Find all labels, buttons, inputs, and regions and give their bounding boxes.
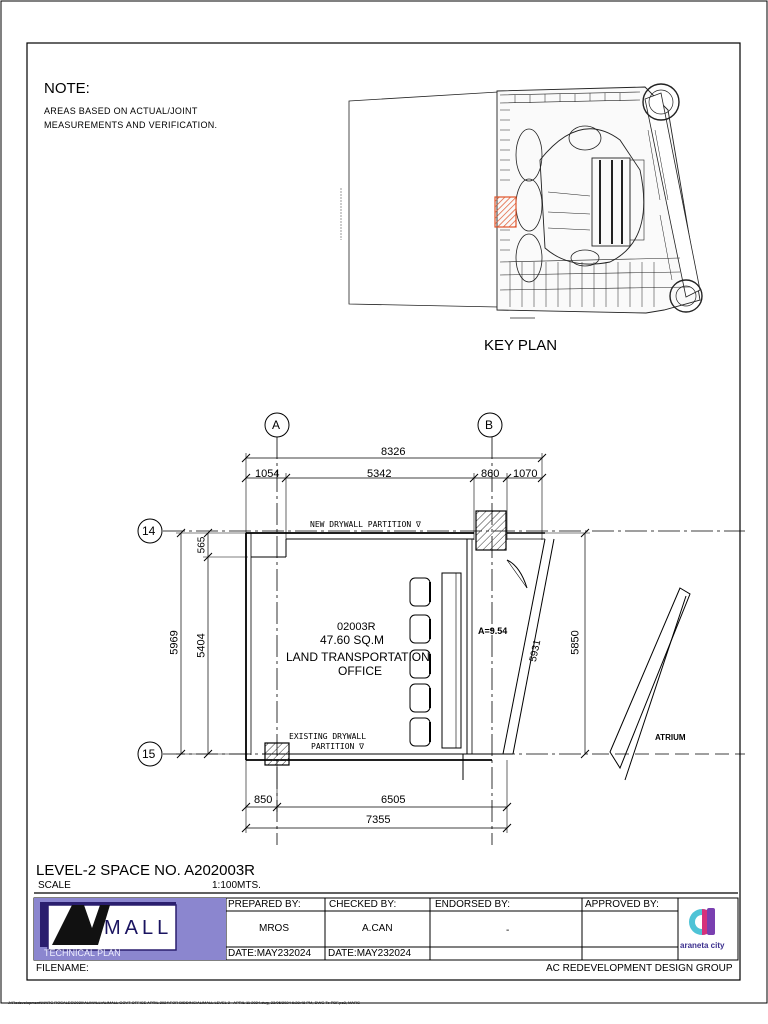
note-heading: NOTE: — [44, 80, 90, 97]
scale-value: 1:100MTS. — [212, 880, 261, 891]
atrium-label: ATRIUM — [655, 733, 686, 742]
logo-subtitle: TECHNICAL PLAN — [44, 948, 121, 958]
dim-top-3: 860 — [481, 468, 500, 480]
endorsed-by-value: - — [506, 925, 510, 936]
filename-label: FILENAME: — [36, 963, 89, 974]
door-swing — [506, 559, 528, 589]
prepared-by-value: MROS — [259, 923, 289, 934]
chairs — [409, 577, 431, 747]
grid-label-a: A — [272, 418, 281, 432]
araneta-logo — [689, 908, 715, 935]
dim-top-4: 1070 — [513, 468, 538, 480]
prepared-by-label: PREPARED BY: — [228, 899, 301, 910]
grid-bubble-a — [264, 412, 290, 438]
grid-label-b: B — [485, 418, 494, 432]
dim-top-1: 1054 — [255, 468, 280, 480]
room-code: 02003R — [337, 621, 376, 633]
footer-file-path: J:\Redevelopment\MARC ROSALES\2020\ALIMA… — [8, 1000, 360, 1005]
column-b14 — [475, 510, 507, 551]
approved-by-label: APPROVED BY: — [585, 899, 659, 910]
scale-label: SCALE — [38, 880, 71, 891]
room-name-2: OFFICE — [338, 664, 382, 678]
grid-label-15: 15 — [142, 747, 156, 761]
space-title: LEVEL-2 SPACE NO. A202003R — [36, 862, 256, 879]
note-line-2: MEASUREMENTS AND VERIFICATION. — [44, 120, 218, 130]
grid-label-14: 14 — [142, 524, 156, 538]
room-name-1: LAND TRANSPORTATION — [286, 650, 430, 664]
counter — [441, 572, 462, 749]
checked-date: DATE:MAY232024 — [328, 948, 412, 959]
checked-by-value: A.CAN — [362, 923, 393, 934]
dim-right: 5850 — [569, 630, 582, 655]
grid-bubble-14 — [137, 518, 163, 544]
angle-label: A=9.54 — [478, 626, 508, 636]
dim-left-outer: 5969 — [168, 630, 181, 655]
grid-bubble-15 — [137, 741, 163, 767]
room-area: 47.60 SQ.M — [320, 633, 385, 647]
key-plan-label: KEY PLAN — [484, 337, 558, 354]
dim-left-small: 565 — [196, 536, 208, 554]
checked-by-label: CHECKED BY: — [329, 899, 397, 910]
existing-partition-label-2: PARTITION ∇ — [311, 742, 364, 751]
dim-left-inner: 5404 — [195, 633, 208, 658]
atrium-edge — [609, 587, 691, 781]
floor-plan — [137, 412, 745, 845]
logo-mark — [52, 905, 110, 945]
column-a15 — [264, 742, 290, 766]
new-partition-label: NEW DRYWALL PARTITION ∇ — [310, 520, 421, 529]
dim-bottom-2: 6505 — [381, 794, 406, 806]
dim-bottom-total: 7355 — [366, 814, 391, 826]
endorsed-by-label: ENDORSED BY: — [435, 899, 511, 910]
note-line-1: AREAS BASED ON ACTUAL/JOINT — [44, 106, 198, 116]
dim-top-2: 5342 — [367, 468, 392, 480]
drawing-frame — [26, 42, 741, 981]
brand-name: araneta city — [680, 941, 725, 950]
existing-partition-label-1: EXISTING DRYWALL — [289, 732, 367, 741]
key-plan — [340, 83, 703, 319]
logo-text: MALL — [104, 917, 173, 939]
grid-bubble-b — [477, 412, 503, 438]
design-group: AC REDEVELOPMENT DESIGN GROUP — [546, 963, 733, 974]
prepared-date: DATE:MAY232024 — [228, 948, 312, 959]
dim-total-top: 8326 — [381, 446, 406, 458]
key-plan-highlight — [494, 196, 517, 228]
dim-bottom-1: 850 — [254, 794, 273, 806]
